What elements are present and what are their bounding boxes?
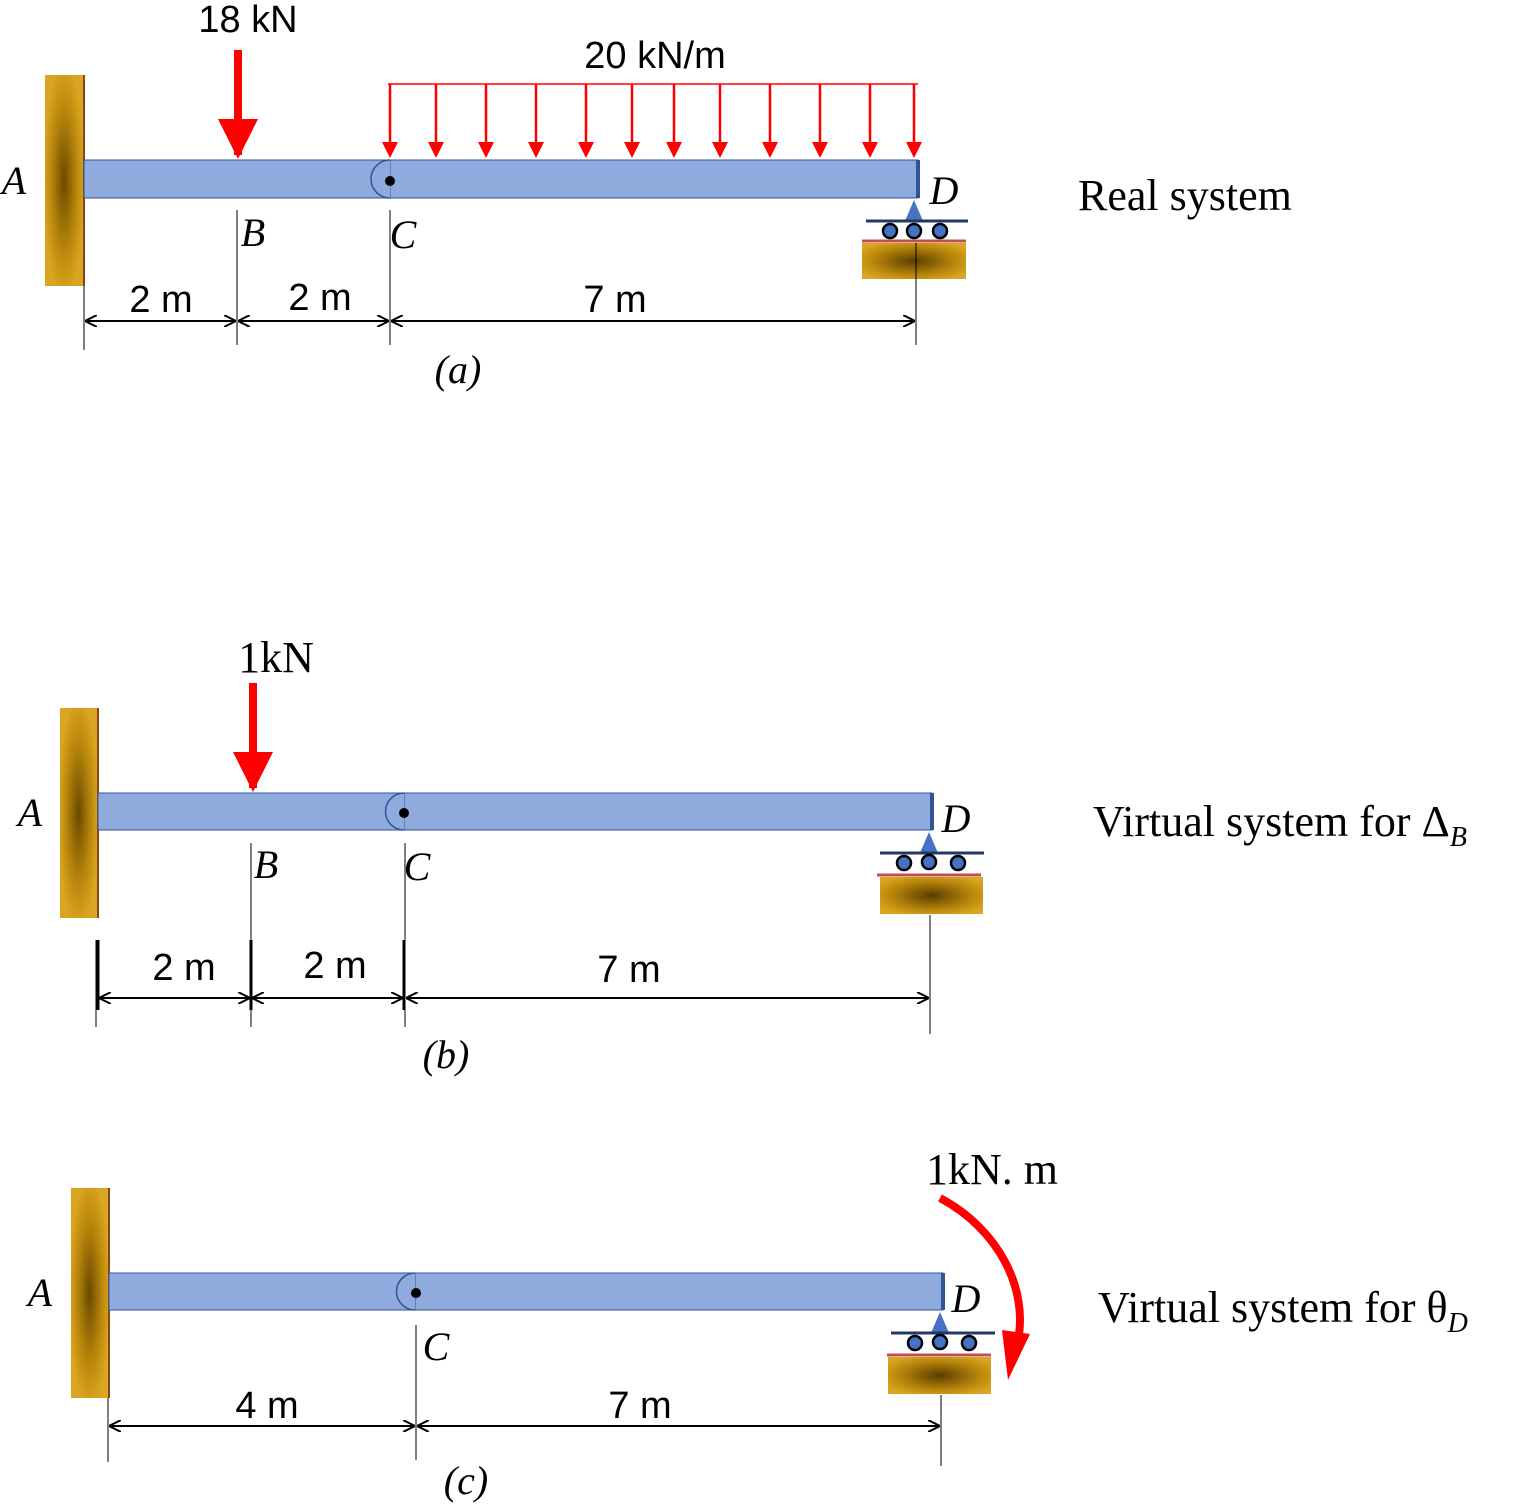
beam-segment-ac bbox=[108, 1272, 416, 1311]
dim-label-ab: 2 m bbox=[152, 947, 215, 989]
dim-label-bc: 2 m bbox=[303, 945, 366, 987]
caption-a: (a) bbox=[435, 347, 482, 392]
beam-segment-ac bbox=[83, 159, 391, 199]
fixed-support-a bbox=[45, 75, 83, 286]
system-label-b-text: Virtual system for Δ bbox=[1093, 797, 1450, 846]
hinge-c-dot bbox=[411, 1288, 421, 1298]
roller-support-d bbox=[862, 200, 968, 279]
label-a: A bbox=[0, 158, 27, 203]
hinge-c-dot bbox=[385, 176, 395, 186]
dim-label-ab: 2 m bbox=[129, 279, 192, 321]
hinge-c-dot bbox=[399, 808, 409, 818]
system-label-c: Virtual system for θD bbox=[1098, 1283, 1468, 1339]
roller-support-d bbox=[887, 1312, 995, 1394]
panel-a: 18 kN 20 kN/m A B C D bbox=[0, 0, 1292, 392]
beam-segment-cd bbox=[403, 792, 933, 831]
label-c: C bbox=[404, 844, 432, 889]
beam-segment-cd bbox=[389, 159, 919, 199]
dim-label-cd: 7 m bbox=[597, 949, 660, 991]
label-b: B bbox=[241, 210, 265, 255]
label-a: A bbox=[25, 1270, 53, 1315]
hinge-c bbox=[395, 1272, 416, 1311]
dim-label-bc: 2 m bbox=[288, 277, 351, 319]
caption-c: (c) bbox=[444, 1458, 488, 1503]
dim-label-cd: 7 m bbox=[608, 1385, 671, 1427]
fixed-support-a bbox=[60, 708, 97, 918]
system-label-a: Real system bbox=[1078, 171, 1292, 220]
moment-arrowhead bbox=[1002, 1330, 1030, 1380]
label-b: B bbox=[254, 842, 278, 887]
point-load-label: 1kN bbox=[238, 633, 314, 682]
moment-load-label: 1kN. m bbox=[926, 1145, 1058, 1194]
panel-c: 1kN. m A C D 4 m 7 m (c) Virtual system … bbox=[25, 1145, 1468, 1503]
dim-label-cd: 7 m bbox=[583, 279, 646, 321]
distributed-load bbox=[382, 83, 922, 158]
label-c: C bbox=[390, 212, 418, 257]
system-label-b-subscript: B bbox=[1450, 822, 1467, 853]
roller-support-d bbox=[877, 832, 984, 914]
label-a: A bbox=[15, 790, 43, 835]
system-label-c-subscript: D bbox=[1447, 1308, 1468, 1339]
beam-segment-ac bbox=[97, 792, 405, 831]
hinge-c bbox=[370, 159, 391, 199]
caption-b: (b) bbox=[423, 1032, 470, 1077]
label-c: C bbox=[423, 1324, 451, 1369]
panel-b: 1kN A B C D 2 m 2 m 7 m (b) Virtual syst… bbox=[15, 633, 1467, 1077]
point-load-label: 18 kN bbox=[198, 0, 297, 41]
label-d: D bbox=[929, 168, 959, 213]
distributed-load-label: 20 kN/m bbox=[584, 35, 725, 77]
dim-label-ac: 4 m bbox=[235, 1385, 298, 1427]
hinge-c bbox=[384, 792, 405, 831]
label-d: D bbox=[951, 1276, 981, 1321]
label-d: D bbox=[941, 796, 971, 841]
fixed-support-a bbox=[71, 1188, 108, 1398]
beam-segment-cd bbox=[414, 1272, 944, 1311]
system-label-c-text: Virtual system for θ bbox=[1098, 1283, 1448, 1332]
moment-load-arrow bbox=[938, 1194, 1024, 1341]
system-label-b: Virtual system for ΔB bbox=[1093, 797, 1467, 853]
